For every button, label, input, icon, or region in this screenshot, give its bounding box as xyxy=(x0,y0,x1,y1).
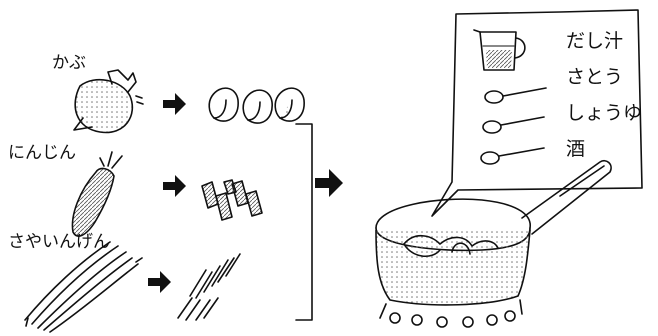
pot-drawing xyxy=(376,161,611,327)
spoon-icon xyxy=(483,117,544,133)
arrow-turnip xyxy=(163,93,186,115)
seasoning-label-sugar: さとう xyxy=(566,68,623,87)
vegetable-label-turnip: かぶ xyxy=(52,55,86,72)
arrow-to-pot xyxy=(315,169,343,197)
seasoning-label-dashi: だし汁 xyxy=(566,32,623,51)
green-beans-drawing xyxy=(25,242,142,332)
seasoning-label-soy-sauce: しょうゆ xyxy=(566,104,642,123)
seasoning-label-sake: 酒 xyxy=(566,140,585,159)
vegetable-label-green-beans: さやいんげん xyxy=(8,234,110,251)
arrow-carrot xyxy=(163,175,186,197)
cut-carrot-drawing xyxy=(202,180,262,220)
cut-turnip-drawing xyxy=(209,88,304,123)
grouping-bracket xyxy=(296,124,312,320)
turnip-drawing xyxy=(74,70,143,132)
cut-beans-drawing xyxy=(178,254,240,320)
vegetable-label-carrot: にんじん xyxy=(8,145,76,162)
arrow-beans xyxy=(148,271,171,293)
measuring-cup-icon xyxy=(474,30,525,70)
spoon-icon xyxy=(481,148,544,164)
carrot-drawing xyxy=(72,152,122,236)
spoon-icon xyxy=(485,88,546,103)
